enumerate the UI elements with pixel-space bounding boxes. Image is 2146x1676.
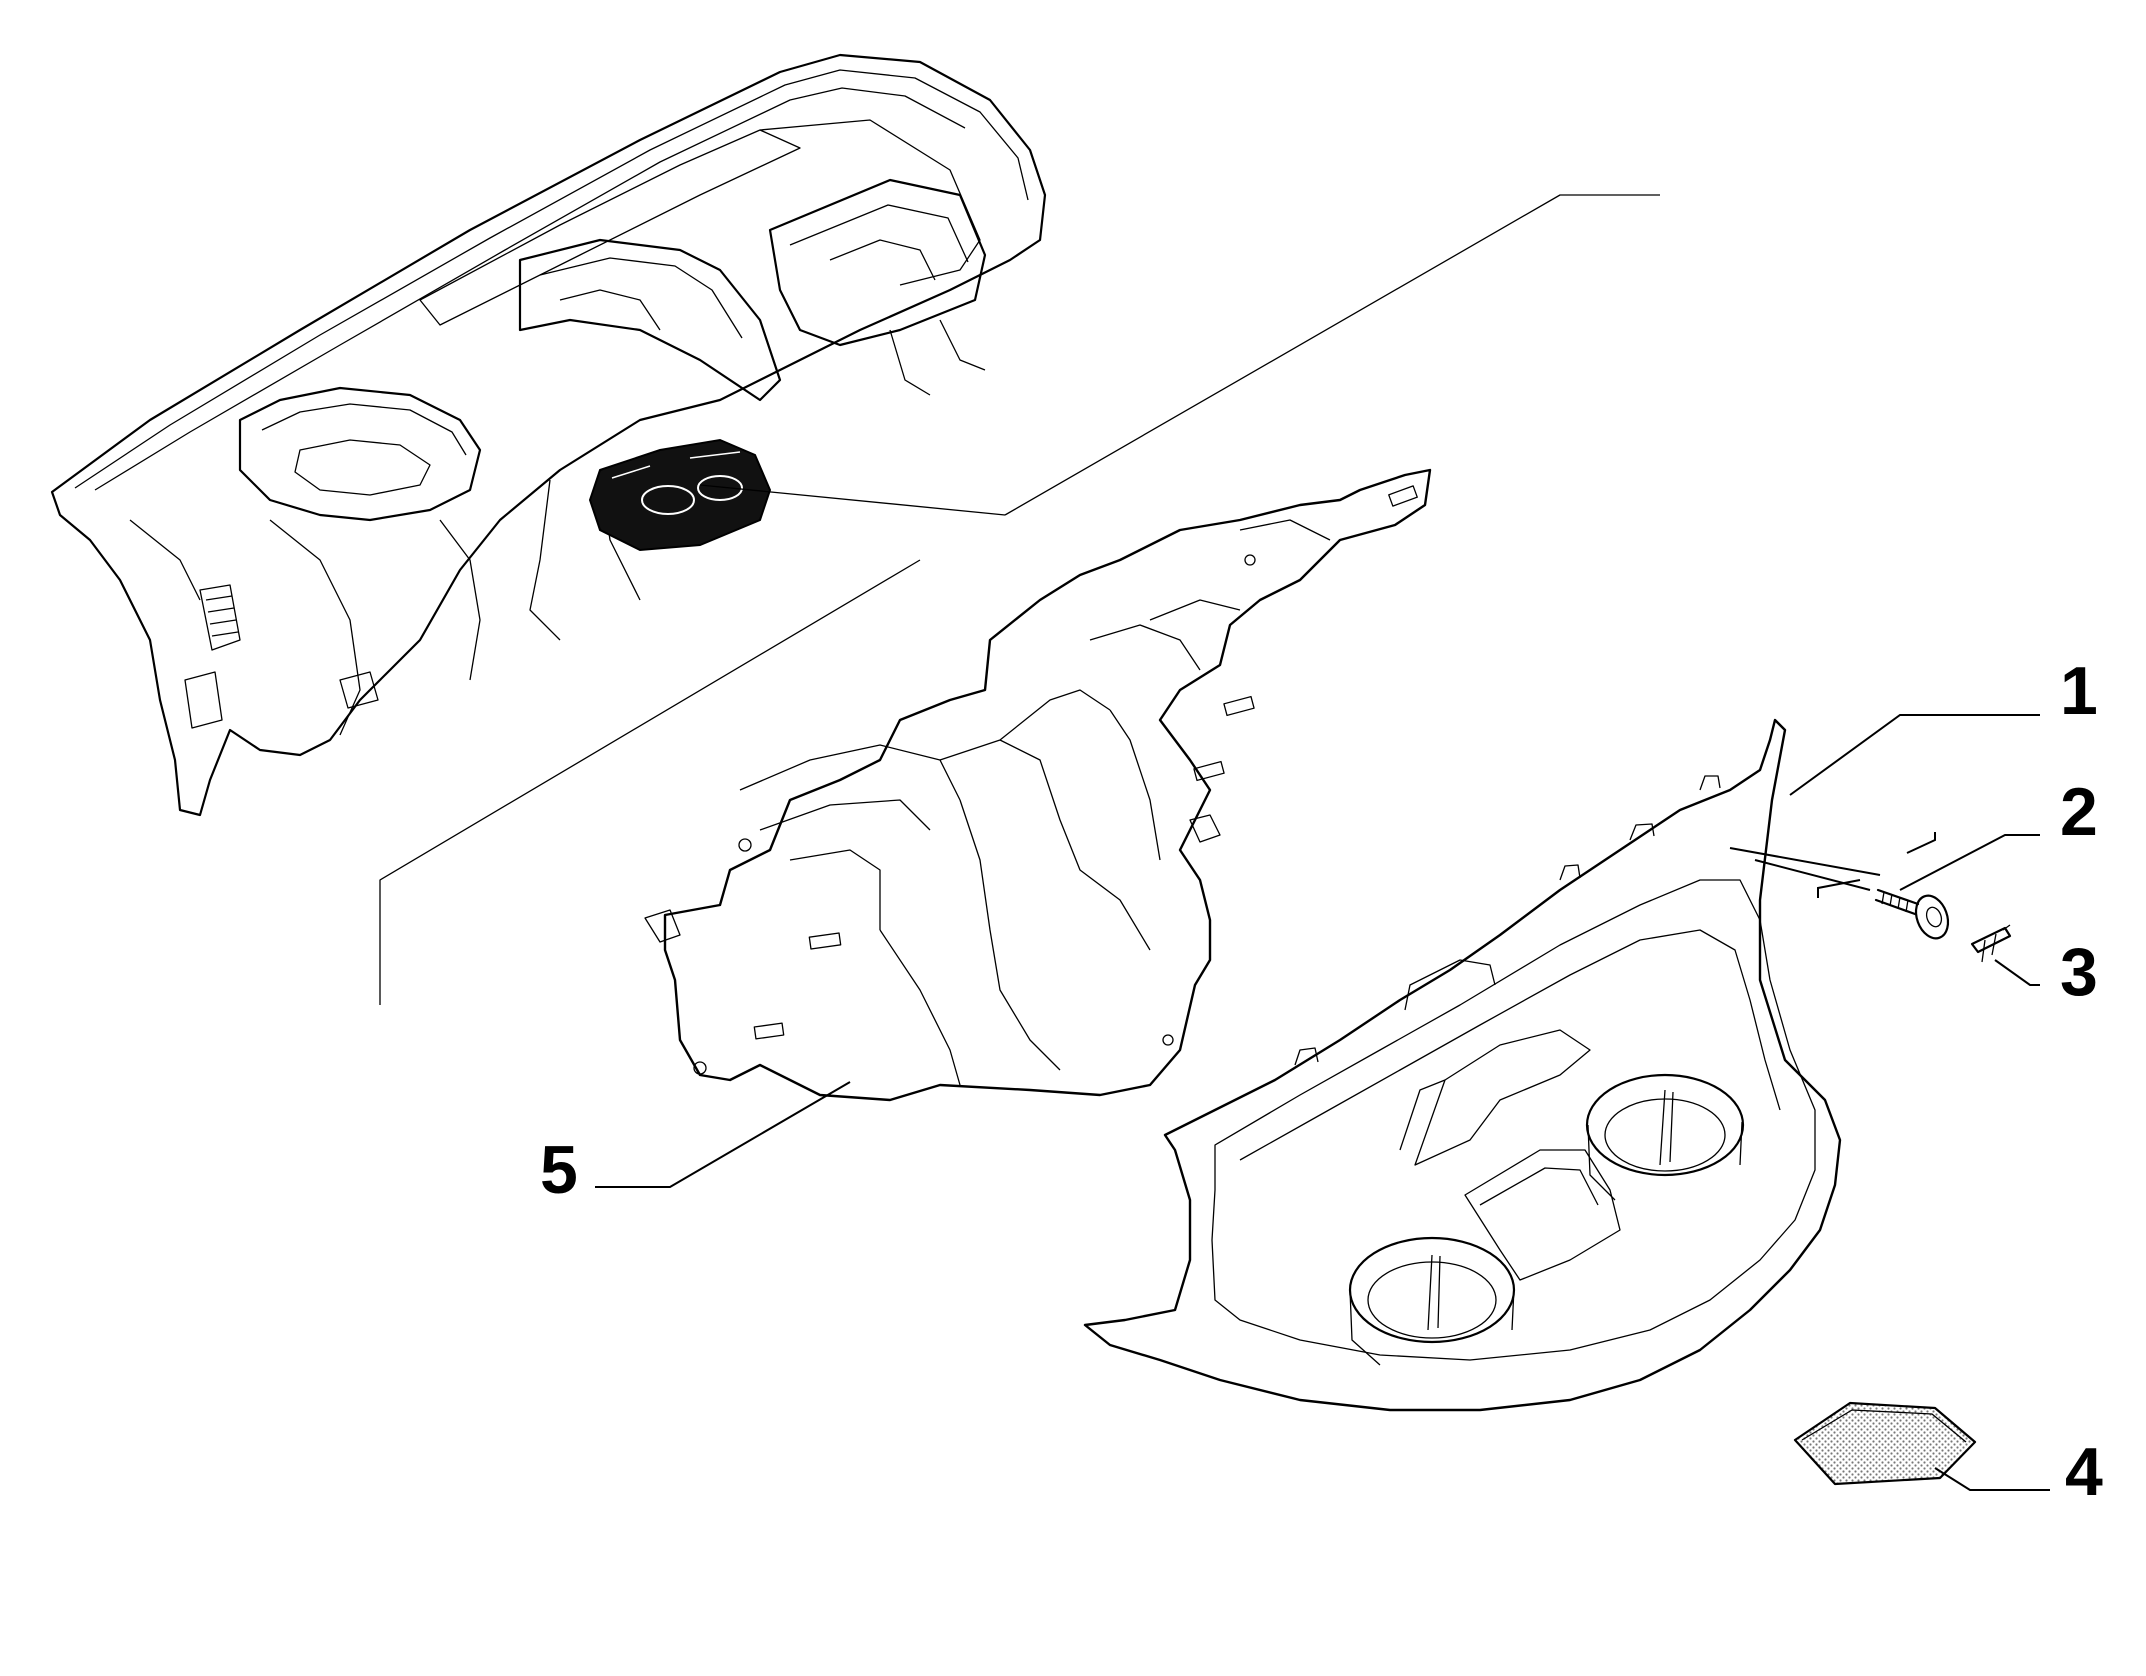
overview-guide-lines (379, 194, 1660, 1005)
callout-labels: 1 2 3 4 5 (540, 653, 2103, 1510)
part-2-screw (1874, 888, 1950, 940)
highlighted-cupholder-area (588, 438, 772, 552)
callout-2: 2 (2060, 774, 2098, 850)
leader-lines (595, 714, 2050, 1491)
leader-1 (1789, 714, 2040, 796)
callout-4: 4 (2065, 1434, 2103, 1510)
leader-3 (1994, 959, 2040, 986)
leader-4 (1934, 1467, 2050, 1491)
callout-5: 5 (540, 1132, 578, 1208)
part-3-clip (1970, 924, 2012, 963)
callout-3: 3 (2060, 934, 2098, 1010)
part-5-bracket (644, 468, 1432, 1102)
leader-5 (595, 1081, 851, 1188)
dashboard-overview-drawing (50, 53, 1047, 817)
callout-1: 1 (2060, 653, 2098, 729)
part-1-cupholder-console (1083, 718, 1842, 1412)
leader-2 (1899, 834, 2040, 891)
part-4-textured-mat (1793, 1401, 1977, 1486)
